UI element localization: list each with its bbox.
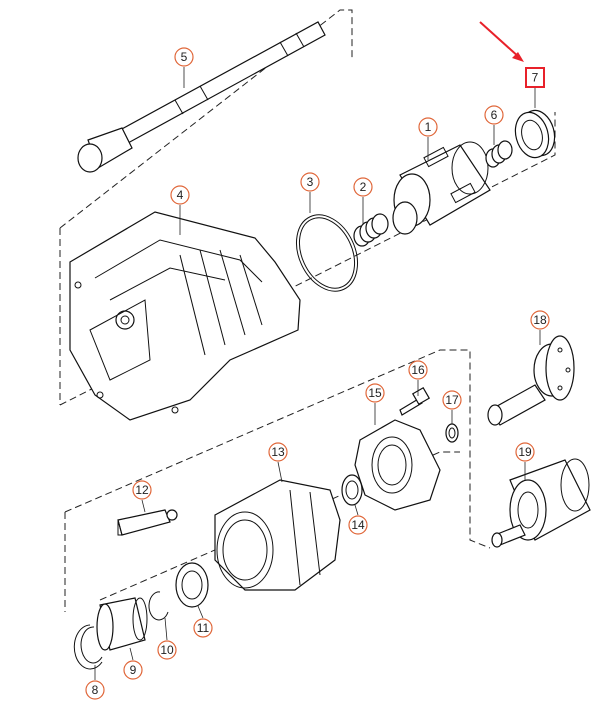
part-9-bushing [96,597,148,651]
svg-text:18: 18 [533,313,547,327]
part-1-synchro-assembly [392,141,491,235]
part-4-housing [69,211,301,421]
part-12-lever [117,509,178,536]
svg-text:4: 4 [177,188,184,202]
highlight-arrow [479,21,524,62]
callout-4: 4 [170,185,190,205]
svg-text:10: 10 [160,643,174,657]
callout-9: 9 [123,660,143,680]
callout-8: 8 [85,680,105,700]
part-19-coupling [491,458,591,548]
part-7-seal [514,109,556,159]
svg-text:16: 16 [411,363,425,377]
svg-text:5: 5 [181,50,188,64]
part-16-bolt [399,386,431,416]
svg-text:15: 15 [368,386,382,400]
svg-text:9: 9 [130,663,137,677]
part-10-snap-ring [148,591,169,621]
callout-6: 6 [484,105,504,125]
callouts: 5 4 3 2 1 6 7 18 19 16 17 15 14 13 12 11… [85,47,550,700]
part-5-drive-shaft [77,21,326,173]
svg-text:1: 1 [425,120,432,134]
callout-16: 16 [408,360,428,380]
svg-text:19: 19 [518,445,532,459]
svg-text:11: 11 [197,621,210,635]
callout-14: 14 [348,515,368,535]
svg-text:17: 17 [445,393,459,407]
callout-12: 12 [132,480,152,500]
svg-text:8: 8 [92,683,99,697]
svg-text:13: 13 [271,445,285,459]
callout-15: 15 [365,383,385,403]
part-17-washer [445,423,459,443]
part-2-spring [353,213,389,247]
callout-19: 19 [515,442,535,462]
svg-text:2: 2 [360,180,367,194]
part-18-flange [487,335,575,426]
svg-text:3: 3 [307,175,314,189]
callout-3: 3 [300,172,320,192]
part-6-spring [485,140,513,168]
part-15-extension-housing [354,419,441,511]
part-3-o-ring [296,214,358,292]
callout-11: 11 [193,618,213,638]
leader-lines [94,67,541,680]
svg-text:12: 12 [135,483,149,497]
assembly-boundary-lower [64,349,491,612]
callout-18: 18 [530,310,550,330]
part-14-seal [341,474,363,506]
callout-2: 2 [353,177,373,197]
callout-5: 5 [174,47,194,67]
svg-text:6: 6 [491,108,498,122]
svg-text:14: 14 [351,518,365,532]
assembly-boundary-upper [59,9,556,406]
callout-17: 17 [442,390,462,410]
part-13-adapter-housing [214,479,341,591]
callout-1: 1 [418,117,438,137]
callout-7: 7 [525,67,545,88]
svg-text:7: 7 [532,71,539,85]
callout-10: 10 [157,640,177,660]
callout-13: 13 [268,442,288,462]
part-11-bearing [175,562,209,608]
